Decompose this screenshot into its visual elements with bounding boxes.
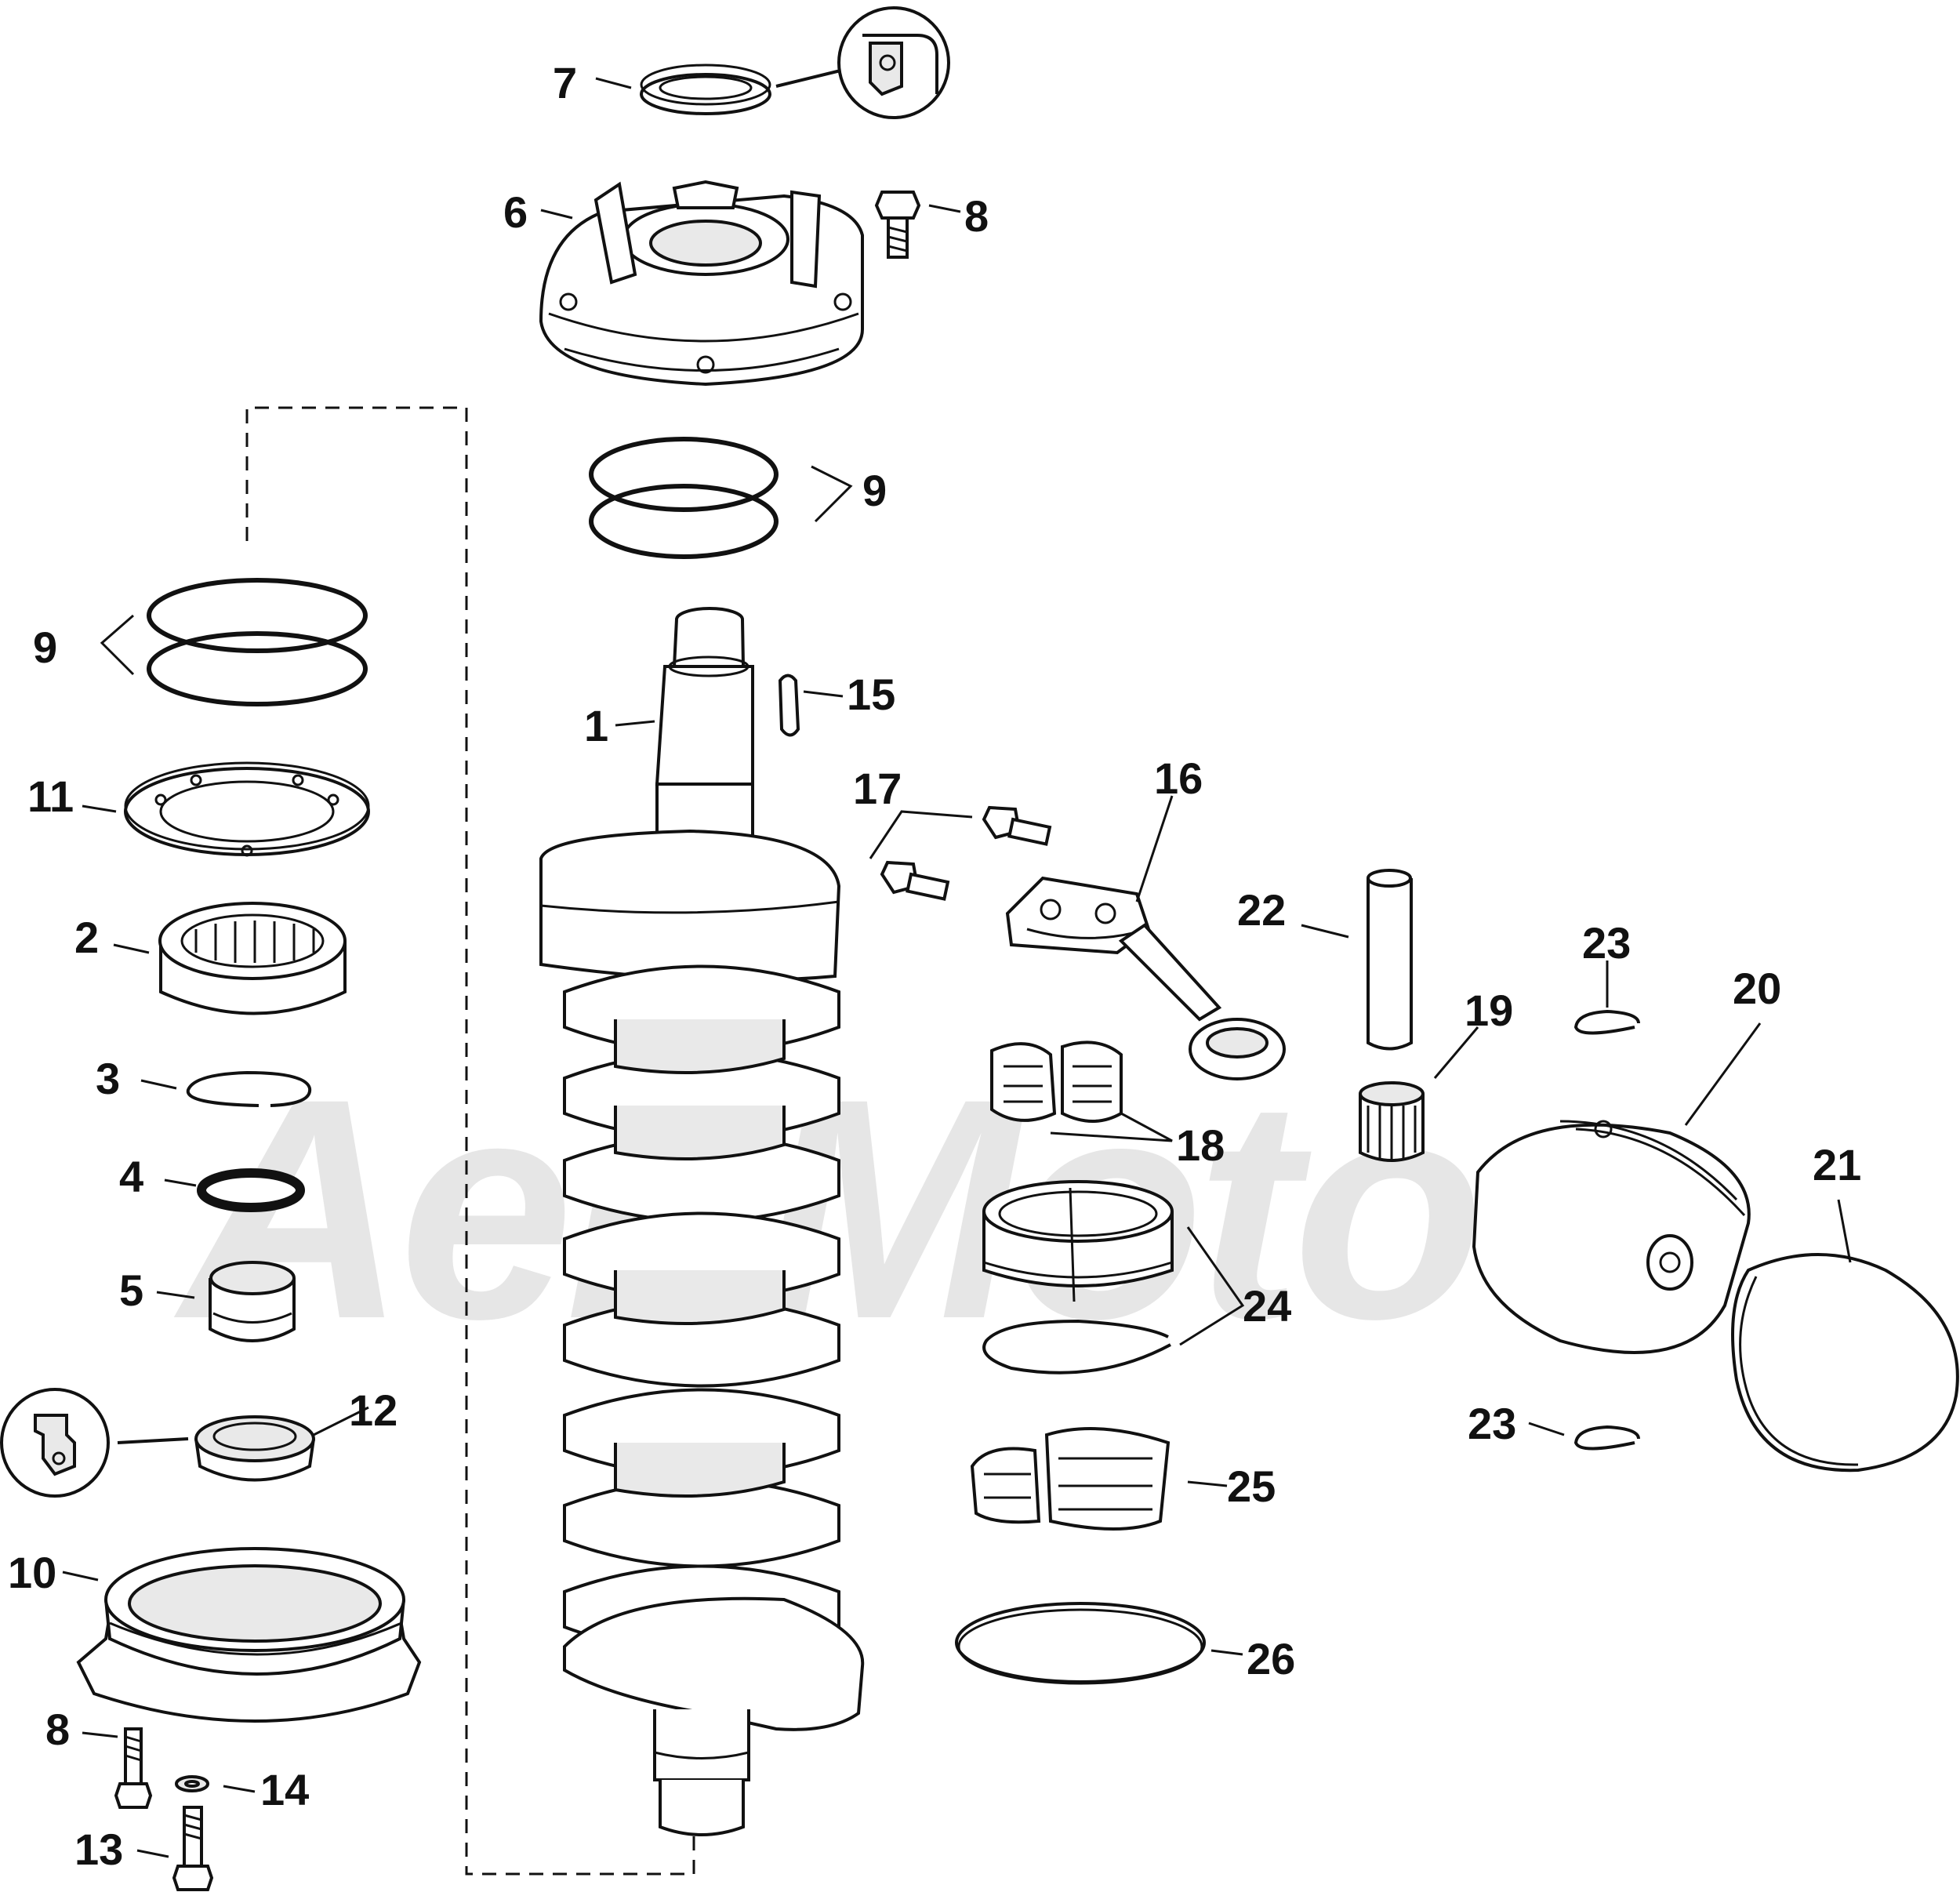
label-part-25: 25 xyxy=(1227,1462,1276,1511)
part-labels: 7 6 8 9 9 15 1 17 16 11 2 22 23 20 19 3 … xyxy=(8,58,1861,1874)
label-part-22: 22 xyxy=(1237,885,1286,935)
part-13-bolt xyxy=(172,1806,214,1891)
label-part-18: 18 xyxy=(1176,1120,1225,1170)
label-part-23-bottom: 23 xyxy=(1468,1399,1516,1448)
label-part-16: 16 xyxy=(1154,754,1203,803)
assembly-boundary xyxy=(245,406,695,1876)
part-1-crankshaft xyxy=(539,607,865,1836)
part-7-seal xyxy=(640,64,771,115)
part-11-plate xyxy=(124,761,370,857)
part-8-bolt-bottom xyxy=(114,1727,153,1809)
part-23-clip-top xyxy=(1573,1009,1640,1035)
part-16-connecting-rod xyxy=(1005,876,1286,1080)
label-part-4: 4 xyxy=(119,1152,143,1201)
label-part-3: 3 xyxy=(96,1054,120,1103)
label-part-5: 5 xyxy=(119,1266,143,1315)
label-part-14: 14 xyxy=(260,1765,309,1814)
label-part-23-top: 23 xyxy=(1582,918,1631,968)
label-part-1: 1 xyxy=(584,701,608,750)
label-part-20: 20 xyxy=(1733,964,1781,1013)
part-17-bolts xyxy=(880,805,1052,901)
label-part-7: 7 xyxy=(553,58,577,107)
part-3-snap-ring xyxy=(186,1070,312,1107)
label-part-17: 17 xyxy=(853,764,902,813)
label-part-26: 26 xyxy=(1247,1634,1295,1683)
label-part-21: 21 xyxy=(1813,1140,1861,1189)
part-9-orings-top xyxy=(589,437,779,559)
part-5-sleeve xyxy=(209,1261,296,1342)
part-18-rod-bearing xyxy=(990,1040,1123,1123)
part-19-needle-bearing xyxy=(1359,1081,1425,1162)
label-part-13: 13 xyxy=(74,1825,123,1874)
part-9-orings-left xyxy=(147,578,368,706)
part-26-ring xyxy=(955,1602,1206,1685)
label-part-8-bottom: 8 xyxy=(45,1705,70,1754)
part-2-bearing xyxy=(158,902,347,1015)
label-part-9-top: 9 xyxy=(862,466,887,515)
label-part-24: 24 xyxy=(1243,1281,1291,1331)
label-part-15: 15 xyxy=(847,670,895,719)
part-4-oring xyxy=(197,1168,305,1212)
part-22-wrist-pin xyxy=(1367,869,1413,1051)
part-20-piston xyxy=(1472,1120,1751,1354)
part-21-ring-sleeve xyxy=(1731,1253,1959,1473)
part-6-upper-housing xyxy=(539,180,864,387)
seal-detail-callout-left xyxy=(0,1388,189,1498)
label-part-19: 19 xyxy=(1465,986,1513,1035)
label-part-8-top: 8 xyxy=(964,191,989,241)
part-8-bolt-top xyxy=(874,191,921,259)
part-24-race xyxy=(982,1180,1174,1302)
label-part-6: 6 xyxy=(503,187,528,237)
part-24-ring xyxy=(982,1319,1171,1375)
part-23-clip-bottom xyxy=(1573,1425,1640,1451)
part-12-seal xyxy=(194,1415,315,1482)
label-part-12: 12 xyxy=(349,1385,397,1435)
label-part-10: 10 xyxy=(8,1548,56,1597)
part-10-lower-housing xyxy=(76,1547,422,1723)
label-part-2: 2 xyxy=(74,913,99,962)
part-14-washer xyxy=(175,1775,209,1792)
label-part-9-left: 9 xyxy=(33,623,57,672)
part-15-key xyxy=(778,674,800,737)
part-25-caged-bearing xyxy=(970,1427,1171,1531)
label-part-11: 11 xyxy=(27,772,74,821)
seal-detail-callout-top xyxy=(775,6,950,119)
leader-lines xyxy=(62,77,1852,1858)
